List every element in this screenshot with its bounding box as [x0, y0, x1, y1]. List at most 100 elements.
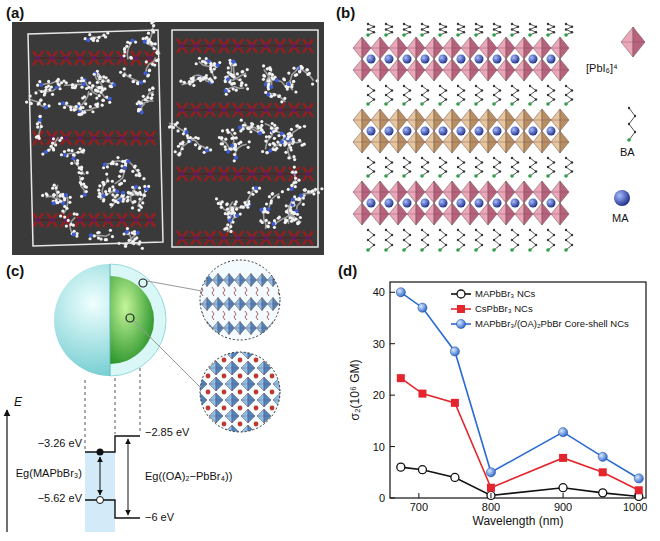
- crystal-structure-render-part: [247, 103, 257, 117]
- crystal-structure-render-part: [33, 213, 43, 227]
- crystal-structure-render-part: [303, 39, 313, 53]
- crystal-structure-render-part: [276, 140, 279, 143]
- crystal-structure-render-part: [285, 210, 288, 213]
- layered-perovskite-sketch-part: [402, 174, 406, 178]
- layered-perovskite-sketch-part: [475, 199, 484, 208]
- crystal-structure-render-part: [224, 62, 233, 78]
- crystal-structure-render-part: [82, 82, 86, 86]
- layered-perovskite-sketch-part: [391, 170, 393, 172]
- layered-perovskite-sketch-part: [445, 234, 447, 236]
- layered-perovskite-sketch-part: [461, 142, 479, 143]
- layered-perovskite-sketch-part: [456, 174, 460, 178]
- core-shell-sketch-part-part: [268, 328, 279, 329]
- crystal-structure-render-part: [150, 97, 153, 100]
- two-photon-chart-part: [558, 428, 567, 437]
- core-shell-sketch-part-part: [222, 358, 227, 363]
- crystal-structure-render-part: [292, 80, 295, 83]
- layered-perovskite-sketch-part: [479, 192, 497, 193]
- component-label: MA: [612, 212, 629, 225]
- crystal-structure-render-part: [229, 73, 232, 76]
- crystal-structure-render-part: [130, 57, 133, 60]
- two-photon-chart-part: [450, 347, 459, 356]
- crystal-structure-render-part: [123, 73, 126, 76]
- crystal-structure-render-part: [266, 224, 269, 227]
- crystal-structure-render-part: [197, 137, 200, 140]
- layered-perovskite-sketch-part: [367, 127, 376, 136]
- layered-perovskite-sketch-part: [510, 102, 514, 106]
- core-shell-sketch-part-part: [224, 328, 235, 329]
- layered-perovskite-sketch-part: [461, 70, 479, 71]
- crystal-structure-render-part: [239, 212, 242, 215]
- two-photon-chart-part: [486, 468, 495, 477]
- core-shell-sketch-part-part: [193, 409, 200, 423]
- crystal-structure-render-part: [78, 56, 83, 61]
- crystal-structure-render-part: [71, 157, 75, 161]
- crystal-structure-render-part: [230, 148, 233, 151]
- core-shell-sketch-part-part: [248, 425, 255, 439]
- layered-perovskite-sketch-part: [403, 157, 405, 159]
- layered-perovskite-sketch-part: [391, 161, 393, 163]
- crystal-structure-render-part: [131, 213, 141, 227]
- two-photon-chart-part: [598, 452, 607, 461]
- crystal-structure-render-part: [83, 78, 87, 82]
- crystal-structure-render-part: [294, 90, 297, 93]
- crystal-structure-render-part: [52, 201, 56, 205]
- crystal-structure-render-part: [152, 47, 155, 50]
- layered-perovskite-sketch-part: [571, 170, 573, 172]
- layered-perovskite-sketch-part: [499, 244, 501, 246]
- layered-perovskite-sketch-part: [499, 26, 501, 28]
- crystal-structure-render-part: [247, 146, 250, 149]
- crystal-structure-render-part: [261, 150, 264, 153]
- crystal-structure-render-part: [290, 134, 293, 137]
- layered-perovskite-sketch-part: [535, 170, 537, 172]
- core-shell-sketch-part-part: [257, 368, 271, 369]
- core-shell-sketch-part-part: [254, 374, 259, 379]
- layered-perovskite-sketch-part: [497, 142, 515, 143]
- crystal-structure-render-part: [135, 236, 138, 239]
- crystal-structure-render-part: [289, 209, 292, 212]
- crystal-structure-render-part: [235, 89, 238, 92]
- layered-perovskite-sketch-part: [391, 98, 393, 100]
- crystal-structure-render-part: [254, 186, 258, 190]
- layered-perovskite-sketch-part: [457, 229, 459, 231]
- crystal-structure-render-part: [81, 177, 84, 180]
- layered-perovskite-sketch-part: [385, 28, 387, 30]
- core-shell-sketch-part-part: [222, 422, 227, 427]
- crystal-structure-render-part: [105, 172, 108, 175]
- crystal-structure-render-part: [194, 236, 199, 241]
- crystal-structure-render-part: [226, 208, 229, 211]
- crystal-structure-render-part: [223, 228, 226, 231]
- crystal-structure-render-part: [278, 108, 283, 113]
- layered-perovskite-sketch-part: [481, 98, 483, 100]
- layered-perovskite-sketch-part: [474, 33, 478, 37]
- layered-perovskite-sketch-part: [551, 214, 569, 215]
- crystal-structure-render-part: [59, 214, 62, 217]
- layered-perovskite-sketch-part: [443, 120, 461, 121]
- crystal-structure-render-part: [80, 176, 85, 195]
- crystal-structure-render-part: [75, 213, 85, 227]
- layered-perovskite-sketch-part: [551, 48, 569, 49]
- crystal-structure-render-part: [248, 140, 251, 143]
- crystal-structure-render-part: [145, 60, 148, 63]
- crystal-structure-render-part: [148, 88, 151, 91]
- layered-perovskite-sketch-part: [511, 94, 513, 96]
- crystal-structure-render-part: [97, 86, 100, 89]
- crystal-structure-render-part: [177, 103, 187, 117]
- crystal-structure-render-part: [58, 102, 61, 105]
- crystal-structure-render-part: [264, 172, 269, 177]
- core-shell-sketch-part-part: [209, 345, 216, 359]
- crystal-structure-render-part: [295, 73, 298, 76]
- core-shell-sketch-part: [126, 314, 134, 322]
- core-shell-sketch-part-part: [209, 416, 223, 417]
- crystal-structure-render-part: [236, 72, 239, 75]
- core-shell-sketch-part: [139, 279, 147, 287]
- crystal-structure-render-part: [117, 213, 127, 227]
- crystal-structure-render-part: [143, 80, 146, 83]
- layered-perovskite-sketch-part: [409, 31, 411, 33]
- crystal-structure-render-part: [292, 108, 297, 113]
- layered-perovskite-sketch-part: [445, 98, 447, 100]
- layered-perovskite-sketch-part: [403, 239, 405, 241]
- crystal-structure-render-part: [292, 140, 295, 143]
- crystal-structure-render-part: [39, 98, 42, 101]
- crystal-structure-render-part: [102, 75, 105, 78]
